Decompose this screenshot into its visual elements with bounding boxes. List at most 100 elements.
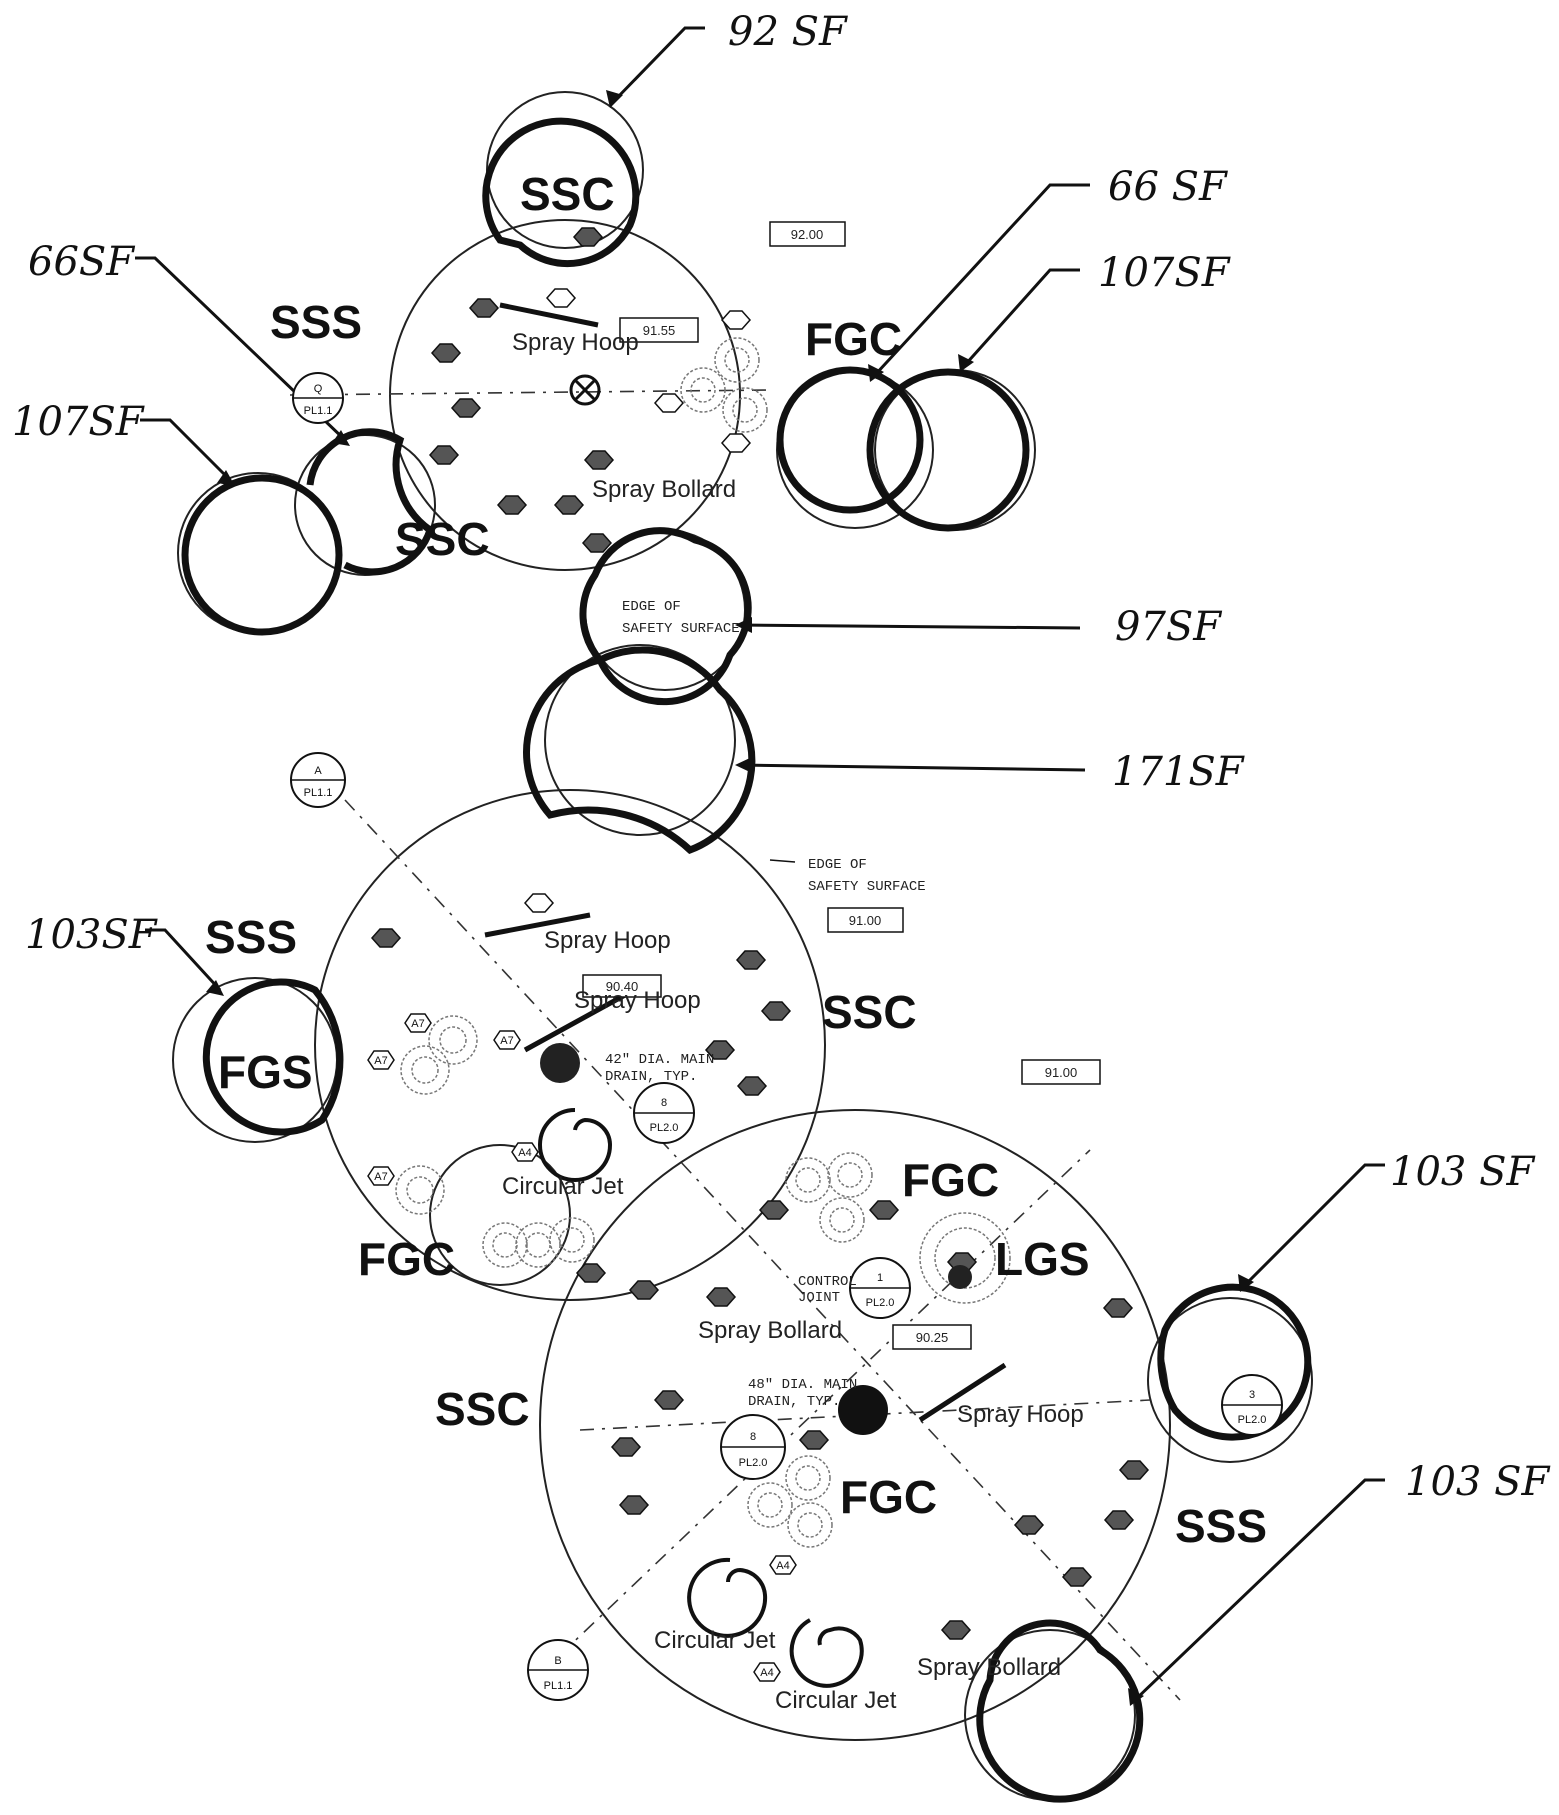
note-48-main-drain: 48" DIA. MAIN: [748, 1377, 857, 1393]
leader-107-left: [140, 418, 232, 482]
main-drains: [540, 374, 972, 1435]
zone-label-fgc: FGC: [358, 1233, 455, 1285]
svg-text:PL1.1: PL1.1: [304, 787, 333, 799]
area-107-right-circle: [866, 368, 1030, 532]
fixture-hex: [450, 398, 482, 418]
callout-3: 3 PL2.0: [1221, 1374, 1283, 1436]
drain-upper: [569, 374, 601, 406]
zone-label-sss: SSS: [270, 296, 362, 348]
spray-bollard-label: Spray Bollard: [917, 1654, 1061, 1681]
fixture-hex: [1102, 1298, 1134, 1318]
fixture-hex: [940, 1620, 972, 1640]
spray-bollard-label: Spray Bollard: [592, 476, 736, 503]
svg-text:8: 8: [661, 1097, 667, 1109]
area-label-171: 171SF: [1112, 749, 1245, 795]
zone-label-fgc: FGC: [902, 1154, 999, 1206]
area-label-92: 92 SF: [728, 9, 848, 55]
circular-jet-label: Circular Jet: [502, 1173, 624, 1200]
note-42-main-drain-b: DRAIN, TYP.: [605, 1069, 697, 1085]
fixture-hex: [572, 227, 604, 247]
area-171-circle: [523, 646, 756, 855]
fixture-hex: [583, 450, 615, 470]
svg-text:1: 1: [877, 1272, 883, 1284]
elevation-label: 92.00: [791, 227, 824, 242]
area-label-103-bottom: 103 SF: [1405, 1459, 1550, 1505]
leader-66-left: [135, 256, 347, 442]
svg-text:PL2.0: PL2.0: [739, 1457, 768, 1469]
fixture-hex: [720, 433, 752, 453]
callout-8-lower: 8 PL2.0: [720, 1414, 786, 1480]
lgs-drain: [948, 1265, 972, 1289]
area-66-right-circle: [776, 366, 924, 514]
elevation-label: 91.00: [849, 913, 882, 928]
svg-text:PL2.0: PL2.0: [866, 1297, 895, 1309]
area-107-left-circle: [181, 474, 343, 636]
leader-171: [739, 763, 1086, 772]
zone-label-fgc: FGC: [805, 313, 902, 365]
detail-callouts: Q PL1.1 A PL1.1 8 PL2.0 1 PL2.0 8 PL2.0: [290, 372, 1283, 1701]
area-label-107-left: 107SF: [12, 399, 145, 445]
fixture-hex: [628, 1280, 660, 1300]
arrowhead-66-left: [332, 430, 350, 446]
leader-92: [613, 26, 705, 102]
arrowhead-103-right: [1238, 1274, 1254, 1292]
spray-hoop-label: Spray Hoop: [544, 927, 671, 954]
zone-label-fgc: FGC: [840, 1471, 937, 1523]
arrowhead-97: [735, 617, 752, 633]
fixture-hex: [1013, 1515, 1045, 1535]
svg-text:A7: A7: [374, 1055, 387, 1067]
fountain-jet-rings: [395, 337, 1011, 1548]
svg-text:A4: A4: [760, 1667, 773, 1679]
elevation-label: 91.55: [643, 323, 676, 338]
svg-text:8: 8: [750, 1431, 756, 1443]
fixture-tags: A4 A4 A4 A7 A7 A7 A7: [367, 1013, 797, 1682]
fixture-hex: [705, 1287, 737, 1307]
right-bottom-lobe-outline: [1147, 1297, 1313, 1463]
leader-66-right: [873, 183, 1090, 377]
fixture-hex: [704, 1040, 736, 1060]
fixture-hex: [798, 1430, 830, 1450]
svg-text:A7: A7: [374, 1171, 387, 1183]
fixture-hex: [758, 1200, 790, 1220]
area-97-circle: [579, 527, 752, 706]
fixture-hex: [736, 1076, 768, 1096]
fixture-hex: [653, 1390, 685, 1410]
svg-text:B: B: [554, 1655, 561, 1667]
callout-1: 1 PL2.0: [849, 1257, 911, 1319]
note-edge-of-safety-surface-2: EDGE OF: [808, 857, 867, 873]
section-line-3: [579, 1399, 1151, 1431]
callout-q: Q PL1.1: [292, 372, 344, 424]
callout-8-upper: 8 PL2.0: [633, 1082, 695, 1144]
zone-label-lgs: LGS: [995, 1233, 1090, 1285]
leader-103-left: [145, 928, 222, 992]
fixture-hex: [868, 1200, 900, 1220]
safety-surface-outlines: [172, 91, 1313, 1801]
note-control-joint-b: JOINT: [798, 1290, 840, 1306]
fixture-hex: [735, 950, 767, 970]
connector-outline-2: [544, 644, 736, 836]
arrowhead-66-right: [868, 364, 884, 382]
note-edge-of-safety-surface-1b: SAFETY SURFACE: [622, 621, 740, 637]
note-42-main-drain: 42" DIA. MAIN: [605, 1052, 714, 1068]
middle-pad-outline: [314, 789, 826, 1301]
area-label-66-left: 66SF: [28, 239, 135, 285]
section-line-a: [344, 799, 1181, 1701]
fixture-hex: [523, 893, 555, 913]
leader-103-bottom: [1133, 1478, 1385, 1702]
fixture-hex: [428, 445, 460, 465]
arrowhead-107-right: [958, 354, 974, 372]
feature-labels: Spray Hoop Spray Bollard Spray Hoop Spra…: [502, 329, 1084, 1714]
note-edge-of-safety-surface-2b: SAFETY SURFACE: [808, 879, 926, 895]
area-103-right-circle: [1157, 1283, 1312, 1441]
note-edge-of-safety-surface-1: EDGE OF: [622, 599, 681, 615]
zone-label-sss: SSS: [205, 911, 297, 963]
section-line-b: [559, 1149, 1091, 1656]
circular-jet-label: Circular Jet: [775, 1687, 897, 1714]
svg-text:PL1.1: PL1.1: [544, 1680, 573, 1692]
svg-text:PL1.1: PL1.1: [304, 405, 333, 417]
svg-text:Q: Q: [314, 383, 323, 395]
zone-label-sss: SSS: [1175, 1500, 1267, 1552]
note-48-main-drain-b: DRAIN, TYP.: [748, 1394, 840, 1410]
fixture-hex: [1061, 1567, 1093, 1587]
leader-arrows: [135, 26, 1385, 1706]
